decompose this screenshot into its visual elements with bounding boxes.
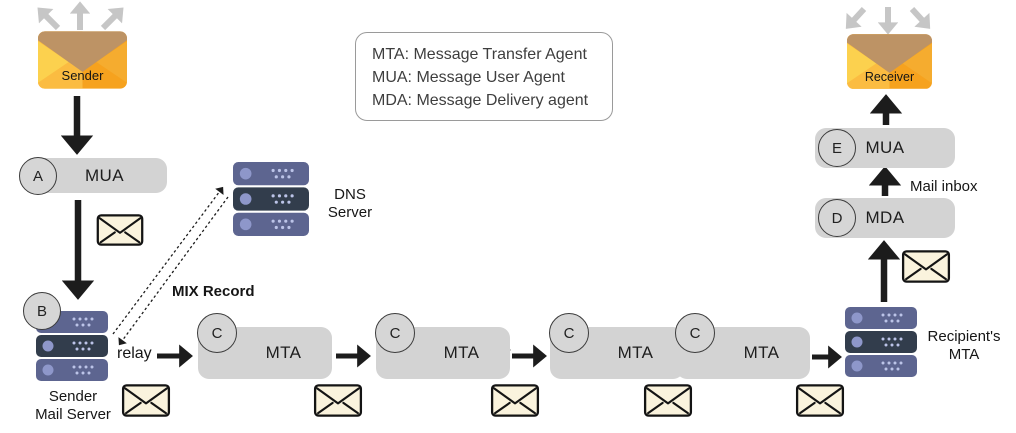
mda-label: MDA	[865, 208, 905, 227]
badge-a-letter: A	[32, 167, 43, 185]
receiver-broadcast-arrows-icon	[845, 6, 931, 35]
envelope-icon	[643, 384, 693, 417]
envelope-icon	[901, 250, 951, 283]
badge-b-letter: B	[36, 302, 47, 320]
mta-2-label: MTA	[443, 343, 480, 362]
receiver-label: Receiver	[864, 70, 915, 84]
badge-a: A	[19, 157, 57, 195]
envelope-icon	[490, 384, 540, 417]
mua-e-label: MUA	[865, 138, 905, 157]
dns-server-label: DNS Server	[327, 186, 373, 221]
sender-envelope-icon: Sender	[38, 31, 127, 89]
envelope-icon	[96, 214, 144, 246]
mta-3-label: MTA	[617, 343, 654, 362]
badge-c-2: C	[375, 313, 415, 353]
relay-label-1: relay	[117, 345, 152, 362]
badge-d: D	[818, 199, 856, 237]
mua-a-label: MUA	[85, 165, 124, 185]
recipient-mta-label: Recipient's MTA	[927, 328, 1001, 363]
main-flow-arrows	[60, 94, 903, 302]
legend-line-mta: MTA: Message Transfer Agent	[372, 46, 587, 63]
mta-1-label: MTA	[265, 343, 302, 362]
sender-mail-server-label: Sender Mail Server	[35, 388, 111, 423]
mta-4-label: MTA	[743, 343, 780, 362]
dns-lookup-arrows	[112, 186, 229, 346]
badge-e: E	[818, 129, 856, 167]
legend-line-mua: MUA: Message User Agent	[372, 69, 565, 86]
mix-record-label: MIX Record	[172, 283, 255, 300]
recipient-mta-server-icon	[845, 307, 917, 377]
envelope-icon	[795, 384, 845, 417]
badge-c-4: C	[675, 313, 715, 353]
sender-broadcast-arrows-icon	[37, 1, 124, 31]
relay-arrows	[157, 344, 842, 369]
envelope-icon	[121, 384, 171, 417]
envelope-icon	[313, 384, 363, 417]
badge-b: B	[23, 292, 61, 330]
badge-c-1: C	[197, 313, 237, 353]
legend-box: MTA: Message Transfer Agent MUA: Message…	[355, 32, 613, 121]
legend-line-mda: MDA: Message Delivery agent	[372, 92, 589, 109]
badge-c-3: C	[549, 313, 589, 353]
receiver-envelope-icon: Receiver	[847, 34, 932, 89]
sender-label: Sender	[61, 68, 104, 83]
mail-inbox-label: Mail inbox	[910, 178, 978, 195]
dns-server-icon	[233, 162, 309, 236]
